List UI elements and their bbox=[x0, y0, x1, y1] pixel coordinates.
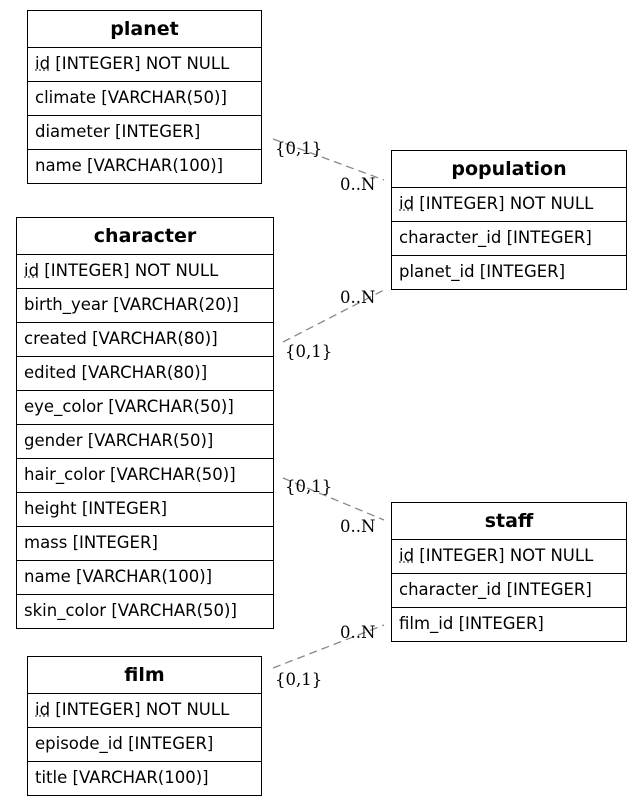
one-cardinality-label: {0,1} bbox=[275, 670, 322, 689]
column-row: diameter [INTEGER] bbox=[28, 116, 261, 150]
one-cardinality-label: {0,1} bbox=[285, 342, 332, 361]
column-row: skin_color [VARCHAR(50)] bbox=[24, 601, 237, 620]
many-cardinality-label: 0..N bbox=[340, 517, 375, 536]
table-staff: staff id [INTEGER] NOT NULL character_id… bbox=[391, 502, 627, 642]
primary-key-type: [INTEGER] NOT NULL bbox=[50, 54, 230, 73]
primary-key-name: id bbox=[399, 546, 415, 565]
column-row: gender [VARCHAR(50)] bbox=[17, 425, 273, 459]
column-row: planet_id [INTEGER] bbox=[399, 262, 566, 281]
primary-key-type: [INTEGER] NOT NULL bbox=[39, 261, 219, 280]
primary-key-name: id bbox=[35, 54, 51, 73]
primary-key-name: id bbox=[399, 194, 415, 213]
many-cardinality-label: 0..N bbox=[340, 623, 375, 642]
primary-key-name: id bbox=[24, 261, 40, 280]
column-row: film_id [INTEGER] bbox=[399, 614, 544, 633]
column-row: eye_color [VARCHAR(50)] bbox=[17, 391, 273, 425]
relationship-film-staff: {0,1} 0..N bbox=[272, 623, 385, 689]
table-title: film bbox=[28, 657, 261, 694]
connector-line bbox=[272, 624, 385, 669]
table-title: staff bbox=[392, 503, 626, 540]
table-title: planet bbox=[28, 11, 261, 48]
column-row: created [VARCHAR(80)] bbox=[17, 323, 273, 357]
table-planet: planet id [INTEGER] NOT NULL climate [VA… bbox=[27, 10, 262, 184]
column-row: hair_color [VARCHAR(50)] bbox=[17, 459, 273, 493]
connector-line bbox=[272, 138, 385, 181]
column-row: mass [INTEGER] bbox=[17, 527, 273, 561]
relationship-character-population: {0,1} 0..N bbox=[282, 288, 385, 361]
one-cardinality-label: {0,1} bbox=[285, 477, 332, 496]
column-row: edited [VARCHAR(80)] bbox=[17, 357, 273, 391]
primary-key-row: id [INTEGER] NOT NULL bbox=[392, 188, 626, 222]
column-row: title [VARCHAR(100)] bbox=[35, 768, 209, 787]
table-title: population bbox=[392, 151, 626, 188]
primary-key-row: id [INTEGER] NOT NULL bbox=[17, 255, 273, 289]
column-row: height [INTEGER] bbox=[17, 493, 273, 527]
one-cardinality-label: {0,1} bbox=[275, 139, 322, 158]
primary-key-name: id bbox=[35, 700, 51, 719]
connector-line bbox=[282, 477, 385, 521]
column-row: birth_year [VARCHAR(20)] bbox=[17, 289, 273, 323]
column-row: character_id [INTEGER] bbox=[392, 222, 626, 256]
column-row: name [VARCHAR(100)] bbox=[35, 156, 224, 175]
primary-key-row: id [INTEGER] NOT NULL bbox=[392, 540, 626, 574]
column-row: name [VARCHAR(100)] bbox=[17, 561, 273, 595]
primary-key-row: id [INTEGER] NOT NULL bbox=[28, 694, 261, 728]
table-character: character id [INTEGER] NOT NULL birth_ye… bbox=[16, 217, 274, 629]
column-row: episode_id [INTEGER] bbox=[28, 728, 261, 762]
table-film: film id [INTEGER] NOT NULL episode_id [I… bbox=[27, 656, 262, 796]
primary-key-type: [INTEGER] NOT NULL bbox=[50, 700, 230, 719]
column-row: climate [VARCHAR(50)] bbox=[28, 82, 261, 116]
many-cardinality-label: 0..N bbox=[340, 175, 375, 194]
primary-key-type: [INTEGER] NOT NULL bbox=[414, 546, 594, 565]
table-population: population id [INTEGER] NOT NULL charact… bbox=[391, 150, 627, 290]
relationship-character-staff: {0,1} 0..N bbox=[282, 477, 385, 536]
many-cardinality-label: 0..N bbox=[340, 288, 375, 307]
relationship-planet-population: {0,1} 0..N bbox=[272, 138, 385, 194]
column-row: character_id [INTEGER] bbox=[392, 574, 626, 608]
connector-line bbox=[282, 289, 385, 343]
primary-key-row: id [INTEGER] NOT NULL bbox=[28, 48, 261, 82]
table-title: character bbox=[17, 218, 273, 255]
primary-key-type: [INTEGER] NOT NULL bbox=[414, 194, 594, 213]
